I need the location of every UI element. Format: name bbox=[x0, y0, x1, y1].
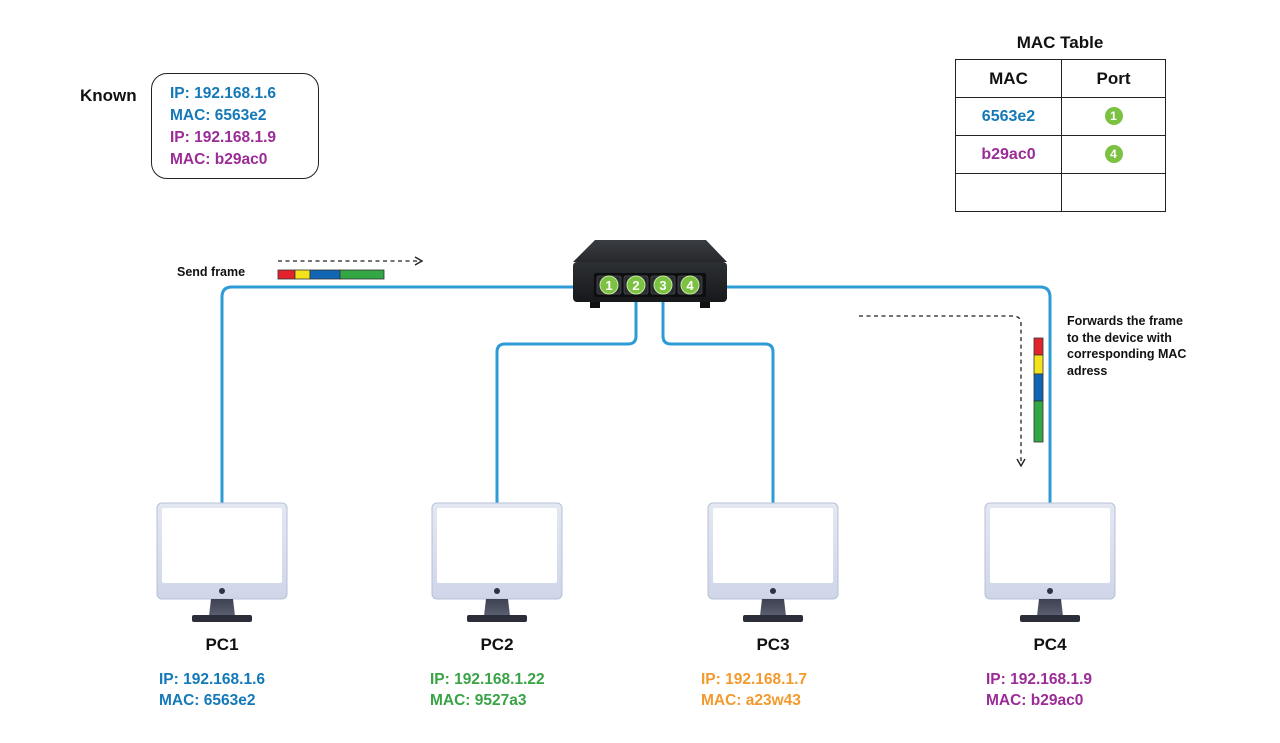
power-button-icon bbox=[219, 588, 225, 594]
switch-foot-left bbox=[590, 302, 600, 308]
pc4-monitor bbox=[984, 502, 1116, 622]
table-row: 6563e2 1 bbox=[955, 97, 1166, 136]
power-button-icon bbox=[494, 588, 500, 594]
known-info-box: IP: 192.168.1.6 MAC: 6563e2 IP: 192.168.… bbox=[151, 73, 319, 179]
forward-label-line: adress bbox=[1067, 363, 1108, 378]
frame-segment bbox=[1033, 400, 1044, 443]
table-row: b29ac0 4 bbox=[955, 135, 1166, 174]
frame-segment bbox=[339, 269, 385, 280]
pc2-ip: IP: 192.168.1.22 bbox=[430, 671, 545, 688]
monitor-stand bbox=[484, 599, 510, 616]
port-cell: 1 bbox=[1061, 97, 1166, 136]
pc4-mac: MAC: b29ac0 bbox=[986, 692, 1084, 709]
pc4-info: IP: 192.168.1.9 MAC: b29ac0 bbox=[986, 669, 1092, 711]
network-switch: 1 2 3 4 bbox=[573, 240, 727, 308]
pc4-name: PC4 bbox=[1033, 635, 1067, 654]
known-mac-1: MAC: 6563e2 bbox=[170, 107, 267, 124]
pc3-monitor bbox=[707, 502, 839, 622]
monitor-base bbox=[743, 615, 803, 622]
frame-segment bbox=[1033, 373, 1044, 402]
pc1-info: IP: 192.168.1.6 MAC: 6563e2 bbox=[159, 669, 265, 711]
pc2-monitor bbox=[431, 502, 563, 622]
forward-label-line: to the device with bbox=[1067, 330, 1172, 345]
monitor-screen bbox=[162, 508, 282, 583]
frame-segment bbox=[1033, 337, 1044, 356]
mac-table: MAC Port 6563e2 1 b29ac0 4 bbox=[955, 59, 1166, 212]
port-column-header: Port bbox=[1061, 59, 1166, 98]
network-cables bbox=[220, 285, 1052, 507]
switch-foot-right bbox=[700, 302, 710, 308]
switch-port-number: 4 bbox=[686, 278, 694, 293]
mac-column-header: MAC bbox=[955, 59, 1062, 98]
pc2-mac: MAC: 9527a3 bbox=[430, 692, 527, 709]
switch-port-number: 2 bbox=[632, 278, 639, 293]
known-ip-1: IP: 192.168.1.6 bbox=[170, 85, 276, 102]
known-label: Known bbox=[80, 86, 137, 105]
pc1-mac: MAC: 6563e2 bbox=[159, 692, 256, 709]
switch-port-number: 1 bbox=[605, 278, 612, 293]
pc2-info: IP: 192.168.1.22 MAC: 9527a3 bbox=[430, 669, 545, 711]
frame-segment bbox=[294, 269, 311, 280]
port-badge: 4 bbox=[1104, 145, 1123, 164]
monitor-stand bbox=[209, 599, 235, 616]
mac-cell: 6563e2 bbox=[955, 97, 1062, 136]
pc1-name: PC1 bbox=[205, 635, 239, 654]
switch-top bbox=[573, 240, 727, 262]
frame-segment bbox=[277, 269, 296, 280]
table-row bbox=[955, 173, 1166, 212]
monitor-base bbox=[1020, 615, 1080, 622]
pc2-name: PC2 bbox=[480, 635, 514, 654]
monitor-stand bbox=[760, 599, 786, 616]
monitor-stand bbox=[1037, 599, 1063, 616]
pc3-name: PC3 bbox=[756, 635, 790, 654]
forward-label: Forwards the frame to the device with co… bbox=[1067, 313, 1217, 379]
port-cell bbox=[1061, 173, 1166, 212]
switch-port-indicator bbox=[599, 275, 619, 295]
sent-frame bbox=[277, 269, 385, 280]
port-badge: 1 bbox=[1104, 107, 1123, 126]
forwarded-frame bbox=[1033, 337, 1044, 443]
switch-port-indicator bbox=[626, 275, 646, 295]
known-mac-2: MAC: b29ac0 bbox=[170, 151, 268, 168]
forward-label-line: corresponding MAC bbox=[1067, 347, 1187, 361]
known-ip-2: IP: 192.168.1.9 bbox=[170, 129, 276, 146]
cable-pc1 bbox=[220, 285, 602, 507]
port-cell: 4 bbox=[1061, 135, 1166, 174]
forward-arrow bbox=[859, 315, 1026, 468]
switch-port-number: 3 bbox=[659, 278, 666, 293]
monitor-base bbox=[192, 615, 252, 622]
cable-pc3 bbox=[661, 296, 775, 507]
mac-cell bbox=[955, 173, 1062, 212]
cable-pc2 bbox=[495, 296, 638, 507]
send-frame-label: Send frame bbox=[177, 265, 246, 279]
forward-label-line: Forwards the frame bbox=[1067, 314, 1184, 328]
monitor-screen bbox=[437, 508, 557, 583]
mac-table-title: MAC Table bbox=[1016, 33, 1104, 52]
pc1-ip: IP: 192.168.1.6 bbox=[159, 671, 265, 688]
power-button-icon bbox=[1047, 588, 1053, 594]
mac-table-header: MAC Port bbox=[955, 59, 1166, 98]
frame-segment bbox=[1033, 354, 1044, 375]
cable-pc4 bbox=[698, 285, 1052, 507]
monitor-screen bbox=[990, 508, 1110, 583]
monitor-screen bbox=[713, 508, 833, 583]
pc3-ip: IP: 192.168.1.7 bbox=[701, 671, 807, 688]
frame-segment bbox=[309, 269, 341, 280]
switch-port-indicator bbox=[680, 275, 700, 295]
switch-port-indicator bbox=[653, 275, 673, 295]
power-button-icon bbox=[770, 588, 776, 594]
monitor-base bbox=[467, 615, 527, 622]
pc4-ip: IP: 192.168.1.9 bbox=[986, 671, 1092, 688]
pc3-info: IP: 192.168.1.7 MAC: a23w43 bbox=[701, 669, 807, 711]
pc1-monitor bbox=[156, 502, 288, 622]
pc3-mac: MAC: a23w43 bbox=[701, 692, 801, 709]
mac-cell: b29ac0 bbox=[955, 135, 1062, 174]
